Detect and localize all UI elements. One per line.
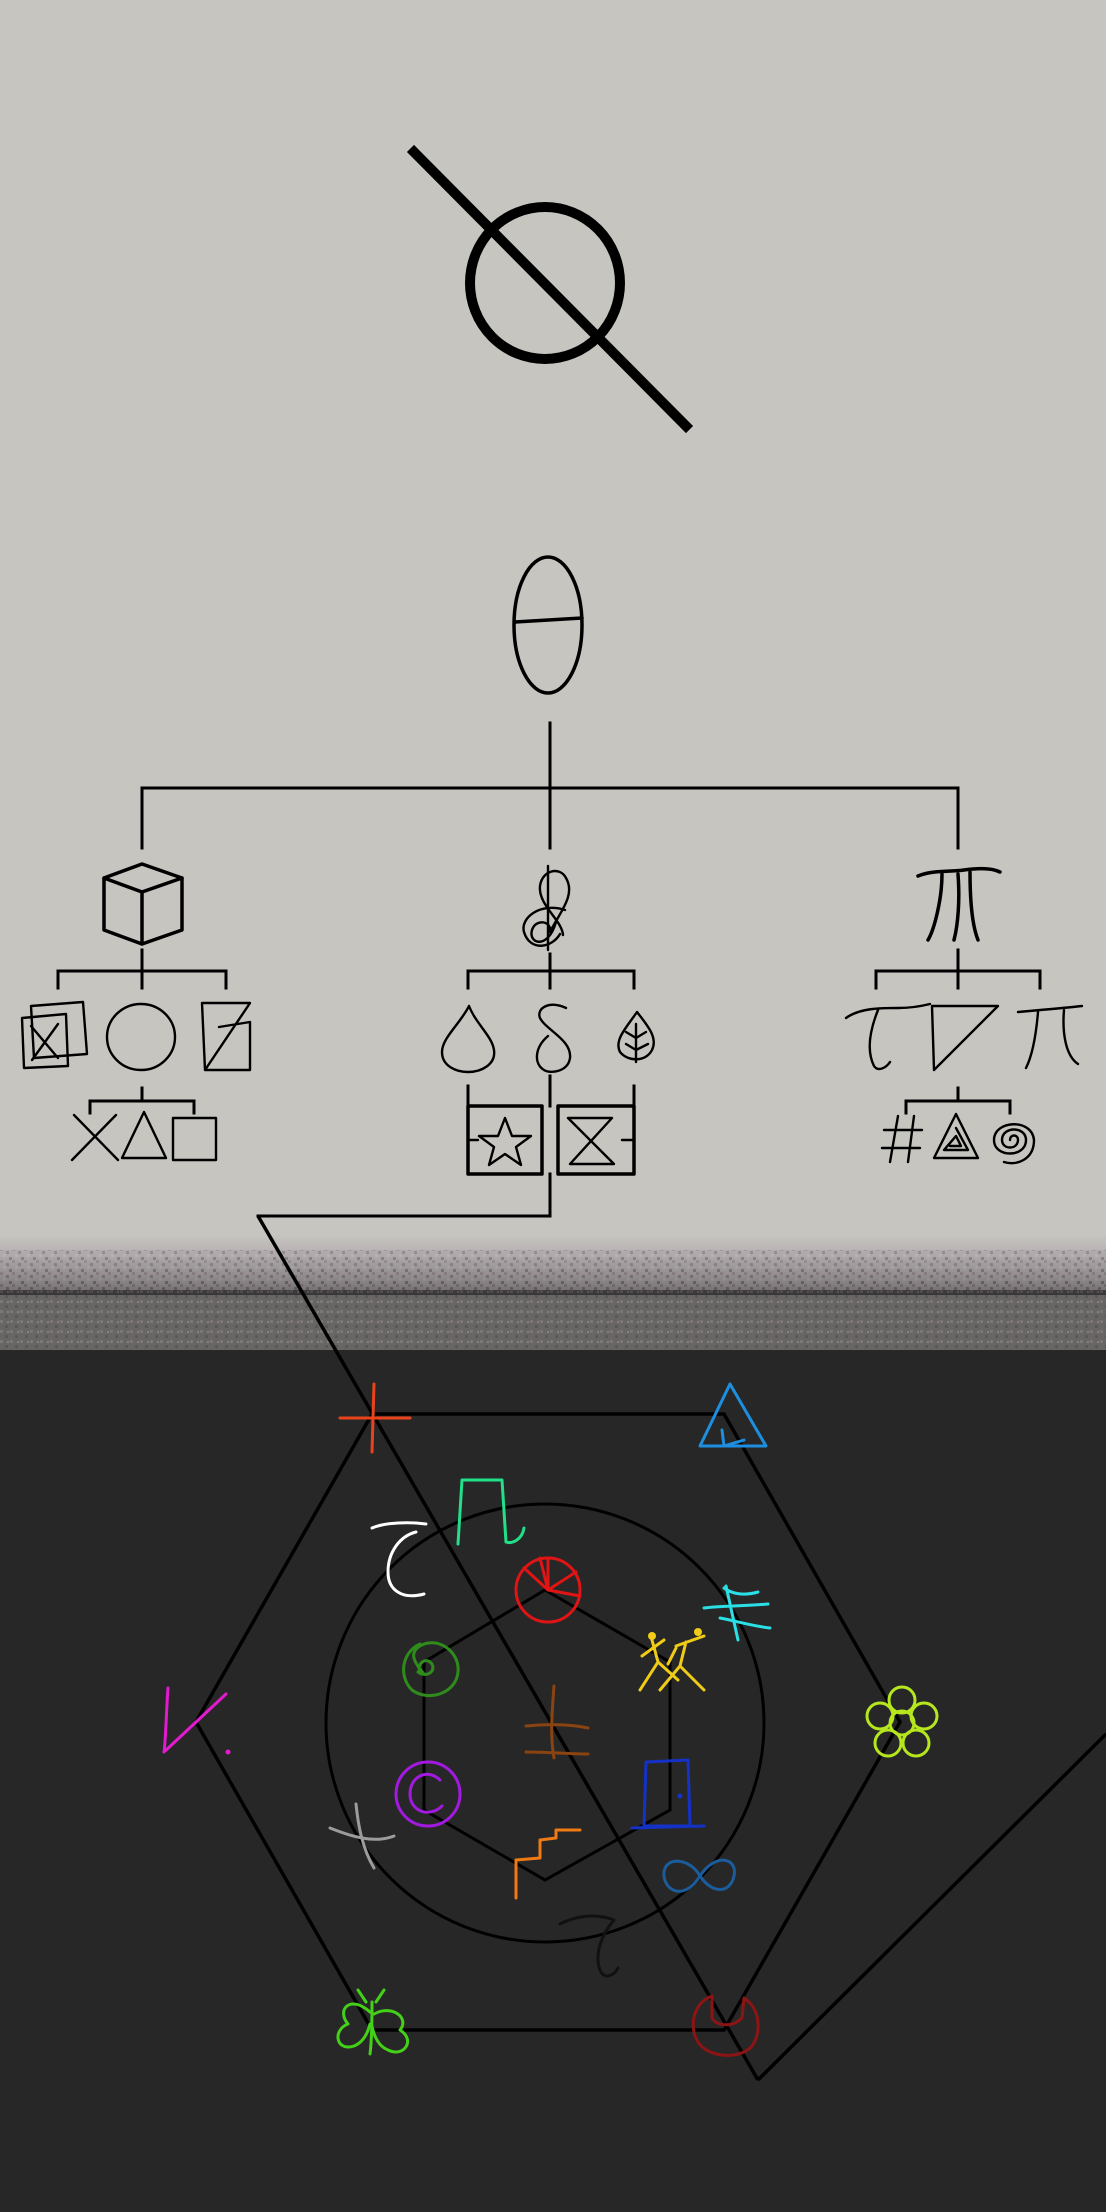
dancers-icon (638, 1628, 706, 1692)
small-pi-icon (1016, 1004, 1084, 1070)
leaf-icon (617, 1010, 655, 1064)
branch-2-sub-connector (466, 1074, 636, 1108)
droplet-icon (440, 1004, 496, 1074)
spiral-icon (992, 1123, 1036, 1165)
lower-background (0, 1350, 1106, 2212)
seal-ring (324, 1502, 766, 1944)
branch-2-connector (466, 952, 636, 990)
copyright-icon (394, 1760, 462, 1828)
triangle-icon (120, 1110, 168, 1160)
checkmark-icon (162, 1686, 231, 1755)
boxed-hourglass-icon (556, 1104, 636, 1176)
pi-icon (916, 866, 1002, 942)
noise-band (0, 1250, 1106, 1290)
cross-icon (524, 1684, 590, 1760)
butterfly-icon (336, 1988, 409, 2056)
noise-band-dark (0, 1290, 1106, 1360)
circle-icon (105, 1002, 177, 1072)
right-triangle-icon (930, 1004, 1000, 1072)
squiggle-icon (558, 1914, 620, 1978)
cube-icon (102, 862, 184, 946)
plus-icon (338, 1382, 412, 1454)
branch-3-connector (874, 948, 1042, 990)
horseshoe-icon (691, 1994, 760, 2057)
infinity-icon (662, 1858, 736, 1893)
step-icon (514, 1828, 582, 1900)
long-diagonal (256, 1215, 1106, 2082)
flower-icon (865, 1685, 939, 1758)
spiral-triangle-icon (932, 1112, 980, 1160)
slashed-square-icon (200, 1001, 252, 1072)
wheel-icon (514, 1556, 582, 1624)
slashed-circle-icon (406, 144, 694, 434)
treble-clef-icon (522, 864, 571, 952)
branch-3-sub-connector (904, 1086, 1012, 1115)
square-icon (171, 1116, 218, 1162)
hash-icon (880, 1114, 924, 1164)
swirl-icon (402, 1641, 460, 1698)
boxed-star-icon (466, 1104, 544, 1176)
tau-icon (844, 1002, 932, 1071)
branch-1-sub-connector (88, 1086, 196, 1115)
upper-background (0, 0, 1106, 1235)
branch-icon (702, 1584, 772, 1642)
branch-1-connector (56, 948, 228, 990)
branch-2-descender (256, 1172, 552, 1218)
theta-icon (512, 555, 584, 695)
pi-icon (456, 1478, 526, 1546)
delta-icon (535, 1003, 572, 1073)
boxed-x-icon (20, 1000, 89, 1070)
x-icon (70, 1113, 120, 1162)
door-icon (630, 1758, 706, 1830)
cap-icon (370, 1521, 428, 1598)
root-connector (140, 721, 960, 850)
cross-icon (328, 1802, 396, 1870)
triangle-icon (698, 1382, 768, 1448)
